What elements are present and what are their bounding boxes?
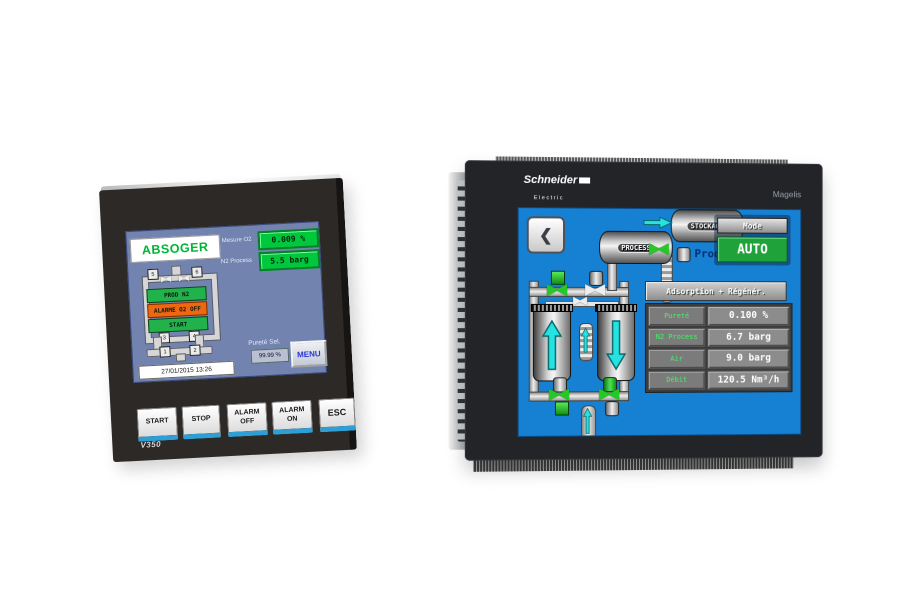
reading-label: Pureté — [647, 306, 706, 326]
mode-button[interactable]: Mode — [717, 217, 788, 234]
valve-number: 2 — [189, 344, 201, 357]
pipe-segment — [175, 353, 187, 362]
valve-icon: ▶◀ — [548, 385, 567, 403]
key-alarm-on[interactable]: ALARM ON — [271, 399, 314, 435]
reading-row: N2 Process 6.7 barg — [647, 327, 790, 347]
brand-sub: Electric — [533, 195, 565, 202]
valve-icon: ▶◀ — [178, 273, 188, 283]
reading-value: 0.100 % — [707, 306, 790, 326]
purity-setpoint-label: Pureté Sel. — [248, 338, 281, 347]
reading-value: 9.0 barg — [707, 348, 790, 369]
flow-up-small-icon — [581, 327, 590, 353]
valve-number: 6 — [191, 266, 203, 278]
actuator-white — [605, 401, 620, 417]
measure-o2-label: Mesure O2 — [221, 236, 252, 245]
readings-panel: Pureté 0.100 % N2 Process 6.7 barg Air 9… — [644, 303, 793, 393]
valve-number: 5 — [147, 268, 159, 281]
valve-number: 1 — [159, 346, 171, 358]
hmi-panel-v350: ABSOGER Mesure O2 0.009 % N2 Process 5.5… — [99, 173, 357, 463]
reading-row: Débit 120.5 Nm³/h — [647, 369, 790, 390]
auto-mode-button[interactable]: AUTO — [717, 236, 788, 263]
valve-icon: ▶◀ — [573, 294, 585, 307]
mode-panel: Mode AUTO — [714, 214, 791, 266]
reading-row: Pureté 0.100 % — [647, 306, 790, 326]
touchscreen[interactable]: ▶◀ ▶◀ ▶◀ ▶◀ ▶◀ — [517, 207, 802, 438]
actuator-white — [676, 247, 691, 263]
reading-value: 120.5 Nm³/h — [707, 369, 790, 390]
reading-value: 6.7 barg — [707, 327, 790, 347]
psa-diagram: ▶◀ ▶◀ 5 6 PROD N2 ALARME O2 OFF START 3 … — [133, 263, 226, 362]
valve-icon: ▶◀ — [599, 385, 617, 403]
back-icon: ❮ — [539, 226, 553, 245]
measure-o2-value: 0.009 % — [257, 228, 320, 251]
key-alarm-off[interactable]: ALARM OFF — [226, 402, 269, 438]
adsorber-tower-right — [597, 308, 636, 382]
flow-down-icon — [606, 319, 626, 371]
n2-process-label: N2 Process — [220, 257, 253, 266]
logo-block — [579, 177, 591, 184]
valve-icon: ▶◀ — [160, 274, 170, 284]
flow-right-icon — [643, 216, 673, 229]
reading-row: Air 9.0 barg — [647, 348, 790, 369]
phase-button[interactable]: Adsorption + Régénér. — [644, 281, 787, 302]
touchscreen[interactable]: ABSOGER Mesure O2 0.009 % N2 Process 5.5… — [125, 221, 328, 384]
model-label: V350 — [140, 439, 162, 450]
schneider-logo: Schneider Electric — [524, 171, 591, 204]
inlet-flow-icon — [583, 407, 592, 434]
valve-icon: ▶◀ — [648, 240, 666, 258]
brand-banner: ABSOGER — [129, 234, 221, 264]
reading-label: Débit — [647, 370, 706, 390]
key-stop[interactable]: STOP — [181, 404, 222, 440]
datetime-display: 27/01/2015 13:26 — [138, 360, 235, 380]
actuator-green — [554, 401, 570, 416]
purity-setpoint-value: 99.99 % — [250, 347, 290, 364]
reading-label: N2 Process — [647, 327, 706, 347]
valve-icon: ▶◀ — [546, 280, 565, 298]
key-start[interactable]: START — [136, 406, 179, 442]
brand-name: Schneider — [523, 173, 578, 187]
menu-button[interactable]: MENU — [290, 339, 328, 368]
model-label: Magelis — [772, 189, 802, 200]
n2-process-value: 5.5 barg — [258, 249, 321, 272]
valve-icon: ▶◀ — [585, 280, 603, 298]
flow-up-icon — [542, 319, 562, 371]
adsorber-tower-left — [532, 308, 572, 382]
key-esc[interactable]: ESC — [318, 397, 356, 433]
hmi-panel-magelis: Schneider Electric Magelis ▶◀ ▶◀ ▶◀ — [448, 156, 827, 472]
reading-label: Air — [647, 348, 706, 369]
back-button[interactable]: ❮ — [526, 216, 566, 254]
